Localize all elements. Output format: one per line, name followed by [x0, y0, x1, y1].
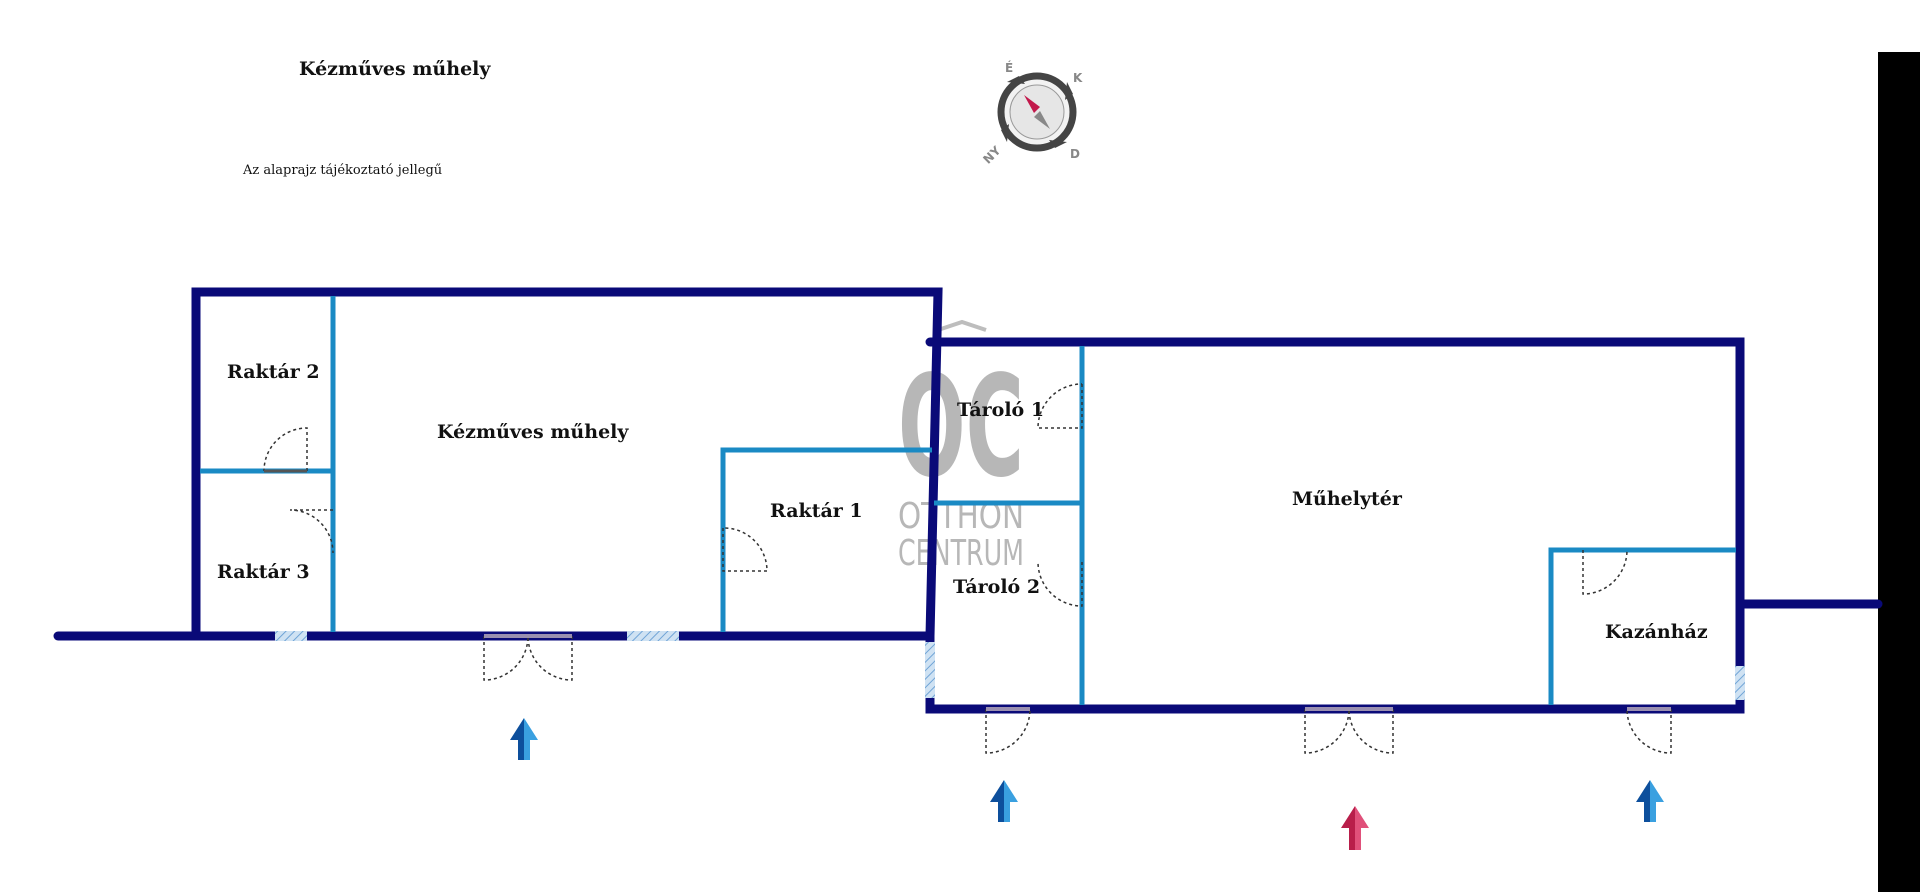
room-label-kezmuves-muhely: Kézműves műhely [437, 421, 629, 443]
windows [275, 631, 1745, 700]
plan-title: Kézműves műhely [299, 58, 491, 80]
entrance-arrow-icon [510, 718, 538, 760]
entrance-arrows [510, 718, 1664, 850]
watermark-line2: CENTRUM [898, 533, 1024, 574]
room-label-raktar-1: Raktár 1 [770, 500, 863, 522]
plan-disclaimer: Az alaprajz tájékoztató jellegű [243, 163, 443, 178]
room-label-kazanhaz: Kazánház [1605, 621, 1708, 643]
compass-west: NY [980, 143, 1003, 166]
compass-south: D [1070, 147, 1080, 161]
right-edge-bar [1878, 52, 1920, 892]
compass-icon: É K D NY [980, 60, 1083, 167]
compass-east: K [1073, 71, 1083, 85]
room-labels: Raktár 2 Raktár 3 Kézműves műhely Raktár… [217, 361, 1708, 643]
watermark-logo: OC [898, 346, 1024, 509]
room-label-raktar-3: Raktár 3 [217, 561, 310, 583]
room-label-tarolo-2: Tároló 2 [953, 576, 1040, 598]
room-label-tarolo-1: Tároló 1 [957, 399, 1044, 421]
entrance-arrow-icon [990, 780, 1018, 822]
compass-north: É [1005, 60, 1013, 75]
doors [263, 383, 1672, 754]
main-entrance-arrow-icon [1341, 806, 1369, 850]
room-label-raktar-2: Raktár 2 [227, 361, 320, 383]
room-label-muhelyter: Műhelytér [1292, 488, 1403, 510]
entrance-arrow-icon [1636, 780, 1664, 822]
